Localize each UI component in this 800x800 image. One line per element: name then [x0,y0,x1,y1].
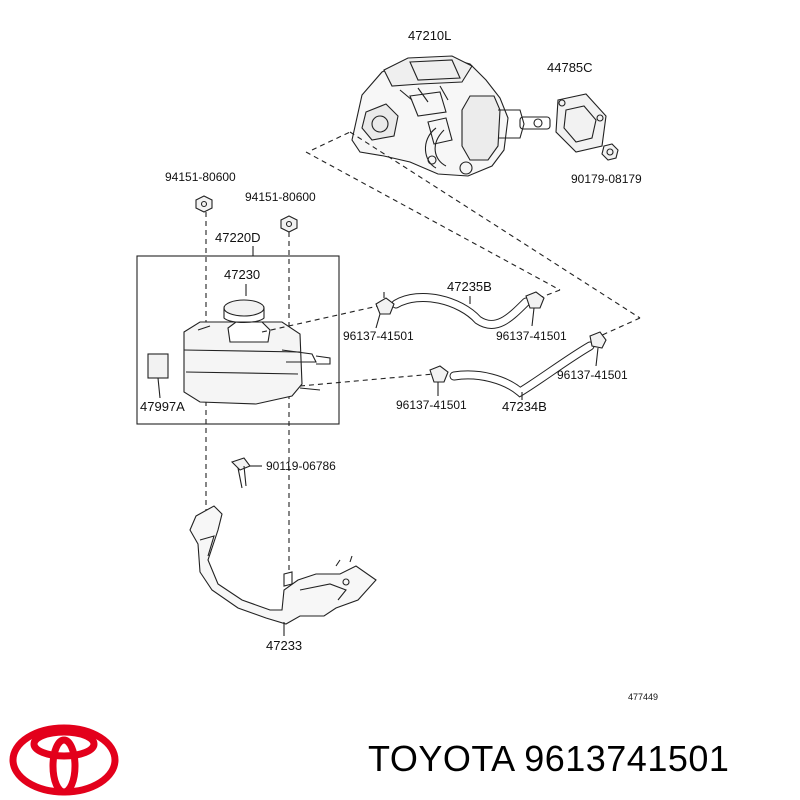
gasket-drawing [555,93,607,153]
part-label-bolt: 90119-06786 [266,459,336,473]
clip-right-drawing [280,215,298,233]
diagram-code: 477449 [628,692,659,702]
booster-nut-drawing [601,143,619,161]
part-label-clip-right: 94151-80600 [245,190,316,204]
hose-lower-drawing [449,341,595,398]
part-label-clamp-2: 96137-41501 [496,329,567,343]
bolt-drawing [230,457,251,489]
clip-left-drawing [195,195,213,213]
reservoir-cap-drawing [223,299,265,324]
clamp-1-drawing [375,292,395,315]
part-label-clamp-3: 96137-41501 [557,368,628,382]
part-label-clamp-4: 96137-41501 [396,398,467,412]
toyota-logo [9,724,119,796]
part-label-booster-nut: 90179-08179 [571,172,642,186]
part-label-hose-lower: 47234B [502,399,547,414]
clamp-2-drawing [525,291,545,309]
reservoir-frame [136,255,340,425]
part-label-clip-left: 94151-80600 [165,170,236,184]
clamp-3-drawing [589,331,607,349]
part-label-bracket: 47233 [266,638,303,653]
hose-upper-drawing [391,293,531,329]
brake-booster-drawing [351,55,551,177]
part-label-reservoir: 47220D [215,230,261,245]
part-label-booster: 47210L [408,28,452,43]
brand-part-number: TOYOTA 9613741501 [368,738,730,779]
part-label-hose-upper: 47235B [447,279,492,294]
part-label-cap: 47230 [224,267,261,282]
label-plate-drawing [147,353,169,379]
bracket-drawing [189,505,377,625]
part-label-plate: 47997A [140,399,185,414]
reservoir-drawing [183,321,331,405]
part-label-clamp-1: 96137-41501 [343,329,414,343]
clamp-4-drawing [429,365,449,383]
part-label-gasket: 44785C [547,60,593,75]
